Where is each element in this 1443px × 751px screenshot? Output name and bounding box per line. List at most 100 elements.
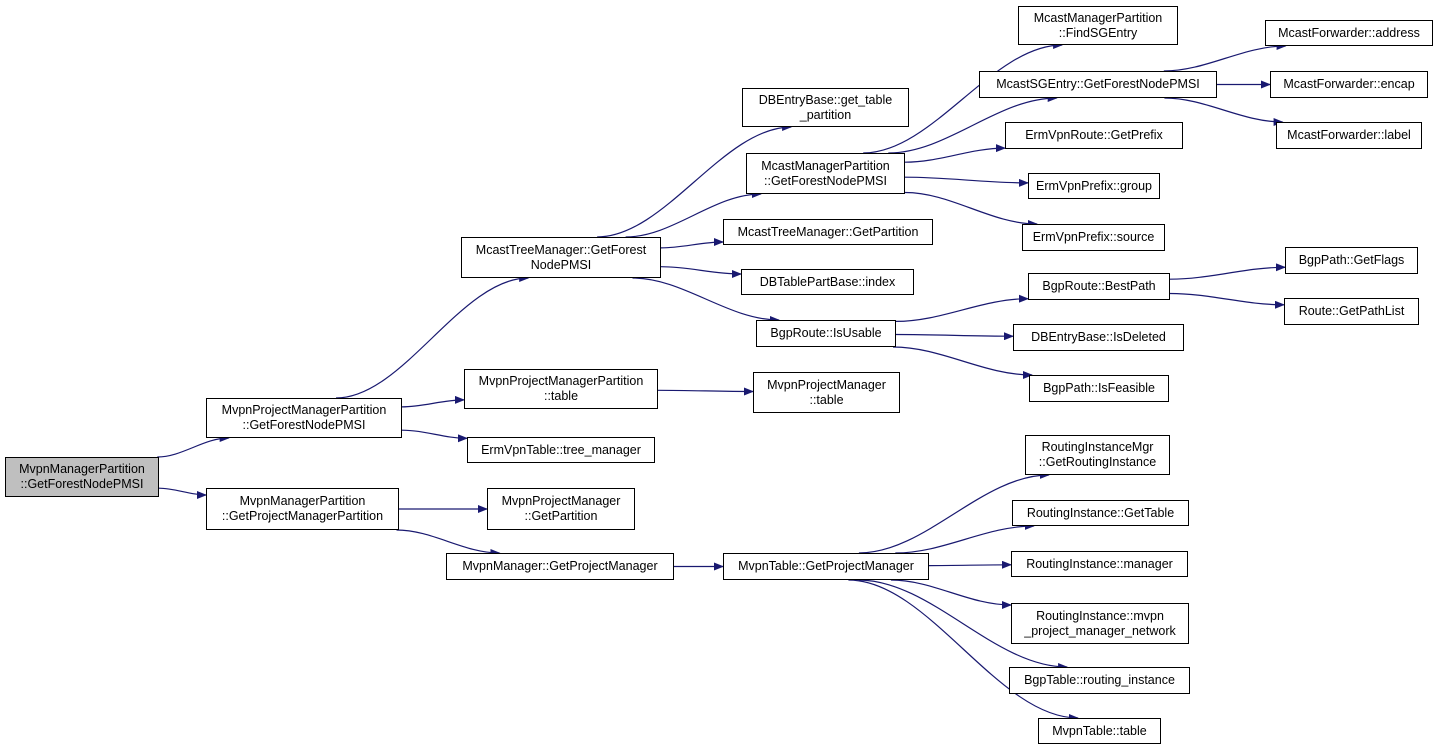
node-mvpnmanagerpartition-getforestnodepmsi: MvpnManagerPartition::GetForestNodePMSI: [5, 457, 159, 497]
node-label-line: McastForwarder::address: [1278, 25, 1420, 40]
edge-n4-n24: [657, 387, 754, 396]
node-label-line: RoutingInstance::manager: [1026, 556, 1173, 571]
edge-n2-n26: [396, 529, 501, 557]
node-mcastsgentry-getforestnodepmsi[interactable]: McastSGEntry::GetForestNodePMSI: [979, 71, 1217, 98]
edge-n7-n12: [888, 94, 1058, 154]
node-label-line: ::GetProjectManagerPartition: [221, 509, 384, 523]
edge-n1-n5: [401, 429, 468, 443]
node-bgppath-isfeasible[interactable]: BgpPath::IsFeasible: [1029, 375, 1169, 402]
edge-n0-n1: [157, 434, 230, 458]
edge-n3-n8: [660, 238, 724, 249]
edge-n27-n30: [928, 560, 1012, 569]
edge-n3-n10: [632, 277, 780, 324]
edge-n1-n3: [335, 274, 530, 399]
edge-n3-n6: [597, 123, 793, 238]
edge-n19-n22: [1169, 263, 1286, 280]
node-label-line: MvpnTable::GetProjectManager: [738, 559, 914, 573]
node-label-line: _project_manager_network: [1024, 623, 1176, 638]
node-label-line: ::table: [543, 389, 579, 403]
node-label-line: MvpnProjectManagerPartition: [221, 403, 387, 417]
node-mvpnprojectmanager-getpartition[interactable]: MvpnProjectManager::GetPartition: [487, 488, 635, 530]
node-label-line: MvpnProjectManager: [767, 377, 886, 392]
node-ermvpntable-tree-manager[interactable]: ErmVpnTable::tree_manager: [467, 437, 655, 463]
node-mvpntable-getprojectmanager[interactable]: MvpnTable::GetProjectManager: [723, 553, 929, 580]
node-ermvpnprefix-source[interactable]: ErmVpnPrefix::source: [1022, 224, 1165, 251]
node-mvpnprojectmanager-table[interactable]: MvpnProjectManager::table: [753, 372, 900, 413]
edge-n19-n23: [1169, 292, 1285, 309]
node-label-line: McastTreeManager::GetPartition: [737, 224, 919, 239]
node-label-line: DBEntryBase::get_table: [758, 92, 893, 107]
node-label-line: ::table: [809, 392, 844, 407]
node-label-line: ErmVpnPrefix::group: [1035, 178, 1153, 193]
node-label-line: DBTablePartBase::index: [759, 274, 896, 289]
node-label-line: DBEntryBase::IsDeleted: [1031, 330, 1166, 344]
node-route-getpathlist[interactable]: Route::GetPathList: [1284, 298, 1419, 325]
edge-n7-n13: [904, 144, 1006, 163]
node-mcastmanagerpartition-getforestnodepmsi[interactable]: McastManagerPartition::GetForestNodePMSI: [746, 153, 905, 194]
node-label-line: McastSGEntry::GetForestNodePMSI: [996, 77, 1200, 91]
edge-n1-n4: [401, 395, 465, 408]
node-label-line: _partition: [799, 107, 852, 122]
node-label-line: Route::GetPathList: [1298, 304, 1405, 318]
node-label-line: McastManagerPartition: [761, 158, 890, 173]
node-dbentrybase-isdeleted[interactable]: DBEntryBase::IsDeleted: [1013, 324, 1184, 351]
node-label-line: MvpnTable::table: [1052, 723, 1147, 738]
node-label-line: ::GetForestNodePMSI: [242, 418, 366, 432]
edge-n7-n11: [863, 41, 1064, 154]
node-label-line: ::FindSGEntry: [1058, 25, 1138, 40]
edge-n3-n7: [625, 190, 762, 238]
node-label-line: BgpRoute::IsUsable: [770, 326, 882, 340]
node-label-line: ::GetRoutingInstance: [1038, 455, 1157, 469]
edge-n7-n14: [904, 176, 1029, 187]
node-mcastmanagerpartition-findsgentry[interactable]: McastManagerPartition::FindSGEntry: [1018, 6, 1178, 45]
edge-n12-n16: [1163, 42, 1287, 72]
node-ermvpnprefix-group[interactable]: ErmVpnPrefix::group: [1028, 173, 1160, 199]
node-mvpnmanagerpartition-getprojectmanagerpartition[interactable]: MvpnManagerPartition::GetProjectManagerP…: [206, 488, 399, 530]
node-label-line: MvpnProjectManagerPartition: [478, 374, 644, 388]
edge-n3-n9: [660, 266, 742, 278]
node-label-line: BgpPath::GetFlags: [1298, 253, 1405, 267]
node-label-line: BgpRoute::BestPath: [1042, 279, 1156, 293]
node-routinginstancemgr-getroutinginstance[interactable]: RoutingInstanceMgr::GetRoutingInstance: [1025, 435, 1170, 475]
edge-n27-n29: [895, 522, 1035, 554]
edge-n27-n31: [890, 579, 1012, 609]
node-label-line: McastForwarder::label: [1287, 128, 1411, 142]
edge-n27-n33: [848, 579, 1079, 722]
node-mvpnprojectmanagerpartition-getforestnodepmsi[interactable]: MvpnProjectManagerPartition::GetForestNo…: [206, 398, 402, 438]
node-ermvpnroute-getprefix[interactable]: ErmVpnRoute::GetPrefix: [1005, 122, 1183, 149]
node-label-line: ::GetForestNodePMSI: [20, 477, 144, 491]
node-mvpntable-table[interactable]: MvpnTable::table: [1038, 718, 1161, 744]
node-mvpnmanager-getprojectmanager[interactable]: MvpnManager::GetProjectManager: [446, 553, 674, 580]
node-label-line: NodePMSI: [530, 257, 592, 272]
node-mcasttreemanager-getpartition[interactable]: McastTreeManager::GetPartition: [723, 219, 933, 245]
node-mcastforwarder-label[interactable]: McastForwarder::label: [1276, 122, 1422, 149]
node-bgptable-routing-instance[interactable]: BgpTable::routing_instance: [1009, 667, 1190, 694]
edge-n27-n32: [858, 579, 1069, 671]
node-label-line: McastManagerPartition: [1033, 10, 1163, 25]
node-label-line: RoutingInstanceMgr: [1041, 440, 1154, 454]
node-bgppath-getflags[interactable]: BgpPath::GetFlags: [1285, 247, 1418, 274]
edge-n27-n28: [858, 471, 1050, 554]
node-label-line: RoutingInstance::GetTable: [1026, 505, 1175, 520]
node-mvpnprojectmanagerpartition-table[interactable]: MvpnProjectManagerPartition::table: [464, 369, 658, 409]
node-bgproute-bestpath[interactable]: BgpRoute::BestPath: [1028, 273, 1170, 300]
node-dbtablepartbase-index[interactable]: DBTablePartBase::index: [741, 269, 914, 295]
node-label-line: MvpnManagerPartition: [239, 494, 366, 508]
node-label-line: McastTreeManager::GetForest: [475, 242, 647, 257]
node-routinginstance-mvpn-project-manager-network[interactable]: RoutingInstance::mvpn_project_manager_ne…: [1011, 603, 1189, 644]
node-routinginstance-manager[interactable]: RoutingInstance::manager: [1011, 551, 1188, 577]
node-dbentrybase-get-table-partition[interactable]: DBEntryBase::get_table_partition: [742, 88, 909, 127]
node-label-line: ::GetPartition: [524, 509, 598, 523]
node-label-line: MvpnManager::GetProjectManager: [462, 559, 658, 573]
node-label-line: ErmVpnTable::tree_manager: [481, 442, 641, 457]
node-routinginstance-gettable[interactable]: RoutingInstance::GetTable: [1012, 500, 1189, 526]
edge-n0-n2: [158, 487, 207, 499]
node-label-line: ErmVpnRoute::GetPrefix: [1025, 128, 1163, 142]
edge-n7-n15: [904, 191, 1038, 228]
node-bgproute-isusable[interactable]: BgpRoute::IsUsable: [756, 320, 896, 347]
node-mcastforwarder-address[interactable]: McastForwarder::address: [1265, 20, 1433, 46]
node-mcastforwarder-encap[interactable]: McastForwarder::encap: [1270, 71, 1428, 98]
edge-n12-n18: [1164, 97, 1284, 126]
